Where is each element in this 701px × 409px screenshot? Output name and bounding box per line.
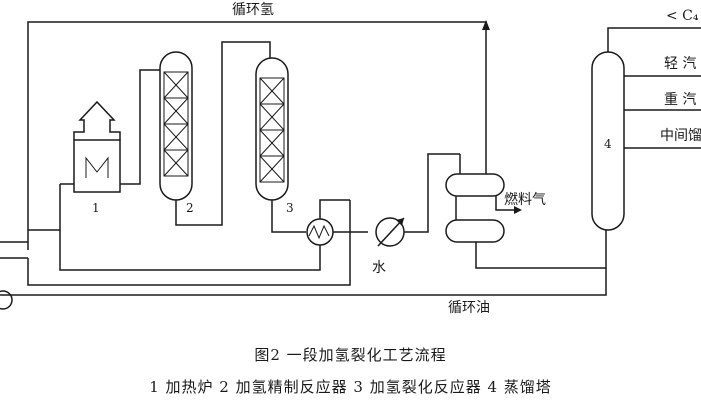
heat-exchanger-icon [59,199,368,271]
recycle-oil-line [0,268,607,296]
reactor-3-number: 3 [286,201,294,215]
high-pressure-separator [445,154,505,197]
c4-label: < C₄ [666,8,699,24]
water-cooler-icon [375,153,460,247]
hydrotreating-reactor [159,41,271,226]
figure-legend: 1 加热炉 2 加氢精制反应器 3 加氢裂化反应器 4 蒸馏塔 [149,378,552,396]
distillation-column [591,27,701,231]
fuel-gas-label: 燃料气 [504,191,546,208]
column-number: 4 [604,137,612,151]
heater-number: 1 [92,201,100,215]
light-oil-label: 轻 汽 [664,56,696,72]
recycle-hydrogen-label: 循环氢 [232,2,274,18]
figure-title: 图2 一段加氢裂化工艺流程 [254,346,447,364]
recycle-hydrogen-line [27,20,490,250]
feed-pump-icon [0,290,13,310]
process-flow-diagram: 循环氢 1 2 [0,2,701,316]
recycle-oil-label: 循环油 [448,300,490,316]
low-pressure-separator [445,196,607,269]
heavy-oil-label: 重 汽 [664,92,696,108]
water-label: 水 [372,260,386,276]
middle-distillate-label: 中间馏 [660,128,701,144]
reactor-2-number: 2 [186,201,194,215]
hydrocracking-reactor [255,57,306,233]
feed-line [0,200,351,286]
heater-furnace [60,69,160,193]
